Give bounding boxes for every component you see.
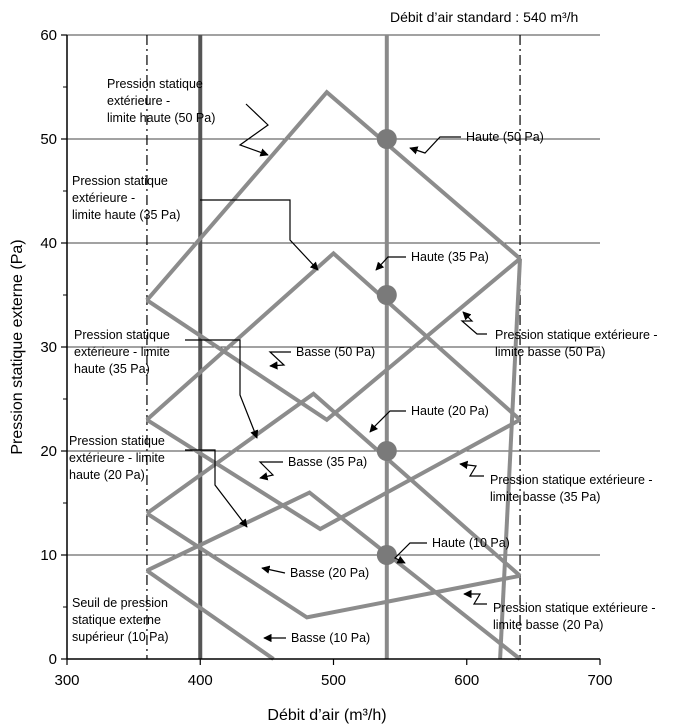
- series-line-8: [498, 258, 522, 660]
- annotation-pointer-6: [375, 256, 406, 271]
- y-axis-title: Pression statique externe (Pa): [9, 239, 26, 454]
- standard-flow-label: Débit d’air standard : 540 m³/h: [390, 9, 578, 25]
- annotation-line: Pression statique extérieure -: [495, 328, 658, 342]
- annotation-pointer-1: [200, 199, 319, 271]
- annotation-line: Pression statique: [74, 328, 170, 342]
- annotation-14: Pression statique extérieure - limite bas…: [490, 473, 653, 504]
- annotation-pointer-10: [258, 461, 283, 481]
- annotation-line: extérieure - limite: [74, 345, 170, 359]
- x-tick-label-400: 400: [188, 672, 213, 689]
- annotation-line: Haute (35 Pa): [411, 250, 489, 264]
- annotation-pointer-7: [369, 410, 406, 433]
- annotation-pointer-11: [261, 565, 286, 574]
- y-tick-label-0: 0: [49, 651, 57, 668]
- series-line-5: [145, 418, 521, 532]
- annotation-line: supérieur (10 Pa): [72, 630, 169, 644]
- annotation-line: extérieure -: [107, 94, 170, 108]
- annotation-pointer-13: [460, 311, 487, 335]
- annotation-line: Pression statique: [72, 174, 168, 188]
- y-tick-label-60: 60: [40, 27, 57, 44]
- y-tick-label-20: 20: [40, 443, 57, 460]
- annotation-0: Pression statique extérieure - limite haut…: [107, 77, 215, 125]
- annotation-12: Basse (10 Pa): [291, 631, 370, 645]
- annotation-pointer-9: [268, 351, 291, 370]
- series-line-7: [145, 568, 275, 661]
- annotation-pointer-5: [409, 136, 461, 155]
- series-line-2: [145, 391, 522, 578]
- operating-point-50: [376, 129, 397, 149]
- series-line-6: [145, 511, 521, 620]
- series-line-3: [146, 490, 522, 661]
- annotation-line: Pression statique: [69, 434, 165, 448]
- x-tick-label-700: 700: [587, 672, 612, 689]
- annotation-pointer-2: [185, 339, 259, 439]
- annotation-2: Pression statique extérieure - limite haut…: [74, 328, 170, 376]
- annotation-line: Pression statique extérieure -: [490, 473, 653, 487]
- annotation-3: Pression statique extérieure - limite haut…: [69, 434, 165, 482]
- annotation-7: Haute (20 Pa): [411, 404, 489, 418]
- annotation-pointer-8: [393, 542, 427, 564]
- annotation-line: Basse (10 Pa): [291, 631, 370, 645]
- annotation-line: limite basse (20 Pa): [493, 618, 603, 632]
- annotation-15: Pression statique extérieure - limite bas…: [493, 601, 656, 632]
- annotation-9: Basse (50 Pa): [296, 345, 375, 359]
- operating-point-35: [376, 285, 397, 305]
- annotation-8: Haute (10 Pa): [432, 536, 510, 550]
- annotation-line: Seuil de pression: [72, 596, 168, 610]
- annotation-line: haute (20 Pa): [69, 468, 145, 482]
- annotation-line: Haute (50 Pa): [466, 130, 544, 144]
- annotation-line: Basse (50 Pa): [296, 345, 375, 359]
- annotation-line: Basse (35 Pa): [288, 455, 367, 469]
- annotation-11: Basse (20 Pa): [290, 566, 369, 580]
- series-line-1: [145, 250, 522, 422]
- annotation-pointer-14: [459, 460, 484, 477]
- annotation-pointer-0: [238, 103, 269, 157]
- annotation-line: haute (35 Pa): [74, 362, 150, 376]
- y-tick-label-50: 50: [40, 131, 57, 148]
- annotation-line: extérieure -: [72, 191, 135, 205]
- annotation-13: Pression statique extérieure - limite bas…: [495, 328, 658, 359]
- annotation-4: Seuil de pression statique externe supérie…: [72, 596, 169, 644]
- annotation-10: Basse (35 Pa): [288, 455, 367, 469]
- annotation-line: limite basse (50 Pa): [495, 345, 605, 359]
- annotation-pointer-3: [185, 449, 248, 528]
- annotation-1: Pression statique extérieure - limite haut…: [72, 174, 180, 222]
- series-line-0: [145, 89, 522, 302]
- y-tick-label-40: 40: [40, 235, 57, 252]
- annotation-line: Pression statique: [107, 77, 203, 91]
- operating-point-20: [376, 441, 397, 461]
- x-tick-label-600: 600: [454, 672, 479, 689]
- x-axis-title: Débit d’air (m³/h): [267, 707, 386, 724]
- annotation-pointer-15: [463, 589, 487, 605]
- annotation-6: Haute (35 Pa): [411, 250, 489, 264]
- operating-point-10: [376, 545, 397, 565]
- annotation-line: extérieure - limite: [69, 451, 165, 465]
- annotation-line: limite haute (50 Pa): [107, 111, 215, 125]
- x-tick-label-500: 500: [321, 672, 346, 689]
- annotation-line: Basse (20 Pa): [290, 566, 369, 580]
- x-tick-label-300: 300: [54, 672, 79, 689]
- annotation-line: Haute (20 Pa): [411, 404, 489, 418]
- annotation-line: Haute (10 Pa): [432, 536, 510, 550]
- annotation-line: statique externe: [72, 613, 161, 627]
- annotation-5: Haute (50 Pa): [466, 130, 544, 144]
- annotation-line: limite haute (35 Pa): [72, 208, 180, 222]
- annotation-line: Pression statique extérieure -: [493, 601, 656, 615]
- annotation-line: limite basse (35 Pa): [490, 490, 600, 504]
- y-tick-label-10: 10: [40, 547, 57, 564]
- y-tick-label-30: 30: [40, 339, 57, 356]
